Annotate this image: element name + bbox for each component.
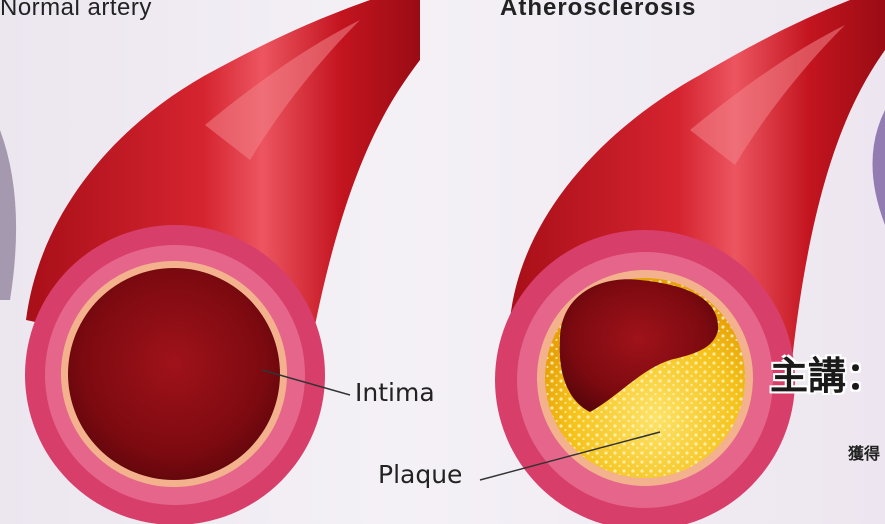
plaque-label: Plaque	[378, 460, 462, 489]
normal-artery-title: Normal artery	[0, 0, 152, 22]
atherosclerosis-artery	[480, 0, 885, 524]
atherosclerosis-title: Atherosclerosis	[500, 0, 696, 22]
background-decoration-right	[873, 110, 885, 225]
intima-label: Intima	[355, 378, 435, 407]
background-decoration	[0, 130, 16, 300]
normal-artery-lumen	[68, 268, 280, 480]
speaker-caption: 主講：	[770, 345, 884, 400]
speaker-subcaption: 獲得	[848, 440, 880, 464]
normal-artery	[25, 0, 420, 524]
